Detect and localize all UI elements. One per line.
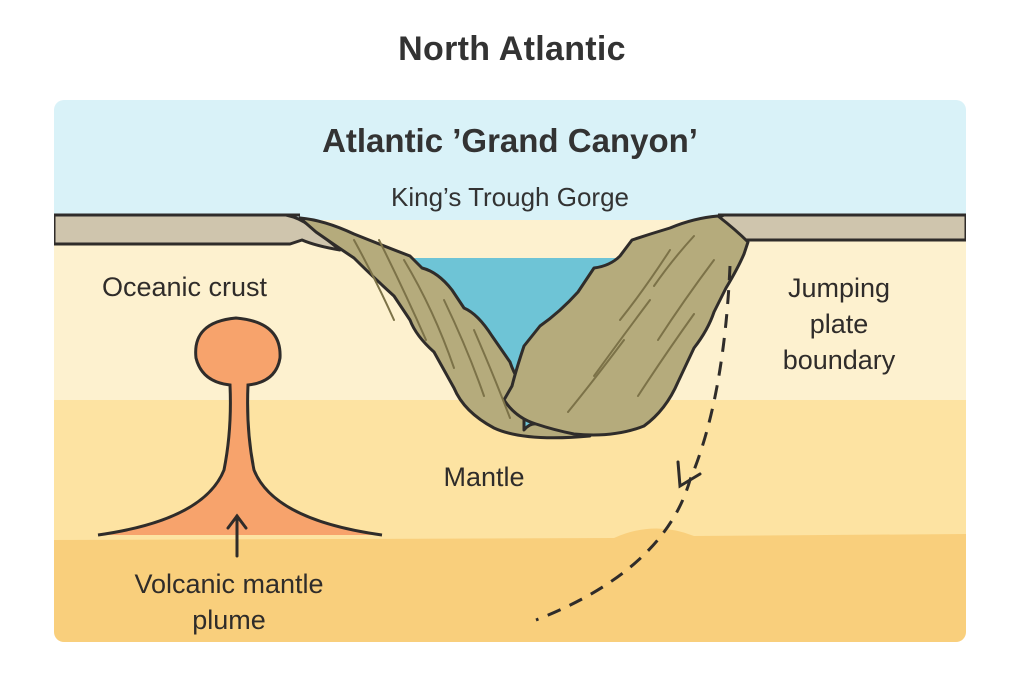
rock-strata-lines xyxy=(353,235,715,419)
up-arrow-icon xyxy=(226,513,248,558)
diagram-title: North Atlantic xyxy=(398,30,626,68)
lower-mantle-layer xyxy=(54,528,966,642)
diagram-subheading: King’s Trough Gorge xyxy=(391,182,629,212)
cross-section-illustration xyxy=(54,100,966,642)
down-arrow-icon xyxy=(676,460,702,489)
label-mantle: Mantle xyxy=(443,462,525,492)
mantle-plume-outline xyxy=(97,316,383,537)
mantle-plume xyxy=(98,318,382,535)
ocean-water xyxy=(54,100,966,220)
diagram-heading: Atlantic ’Grand Canyon’ xyxy=(322,122,698,159)
cross-section-diagram: Atlantic ’Grand Canyon’ King’s Trough Go… xyxy=(54,100,966,642)
label-oceanic-crust: Oceanic crust xyxy=(102,272,268,302)
label-jumping-plate-boundary: Jumping plate boundary xyxy=(782,273,896,375)
label-volcanic-mantle-plume: Volcanic mantle plume xyxy=(134,569,324,635)
gorge-wall-right xyxy=(502,214,750,437)
